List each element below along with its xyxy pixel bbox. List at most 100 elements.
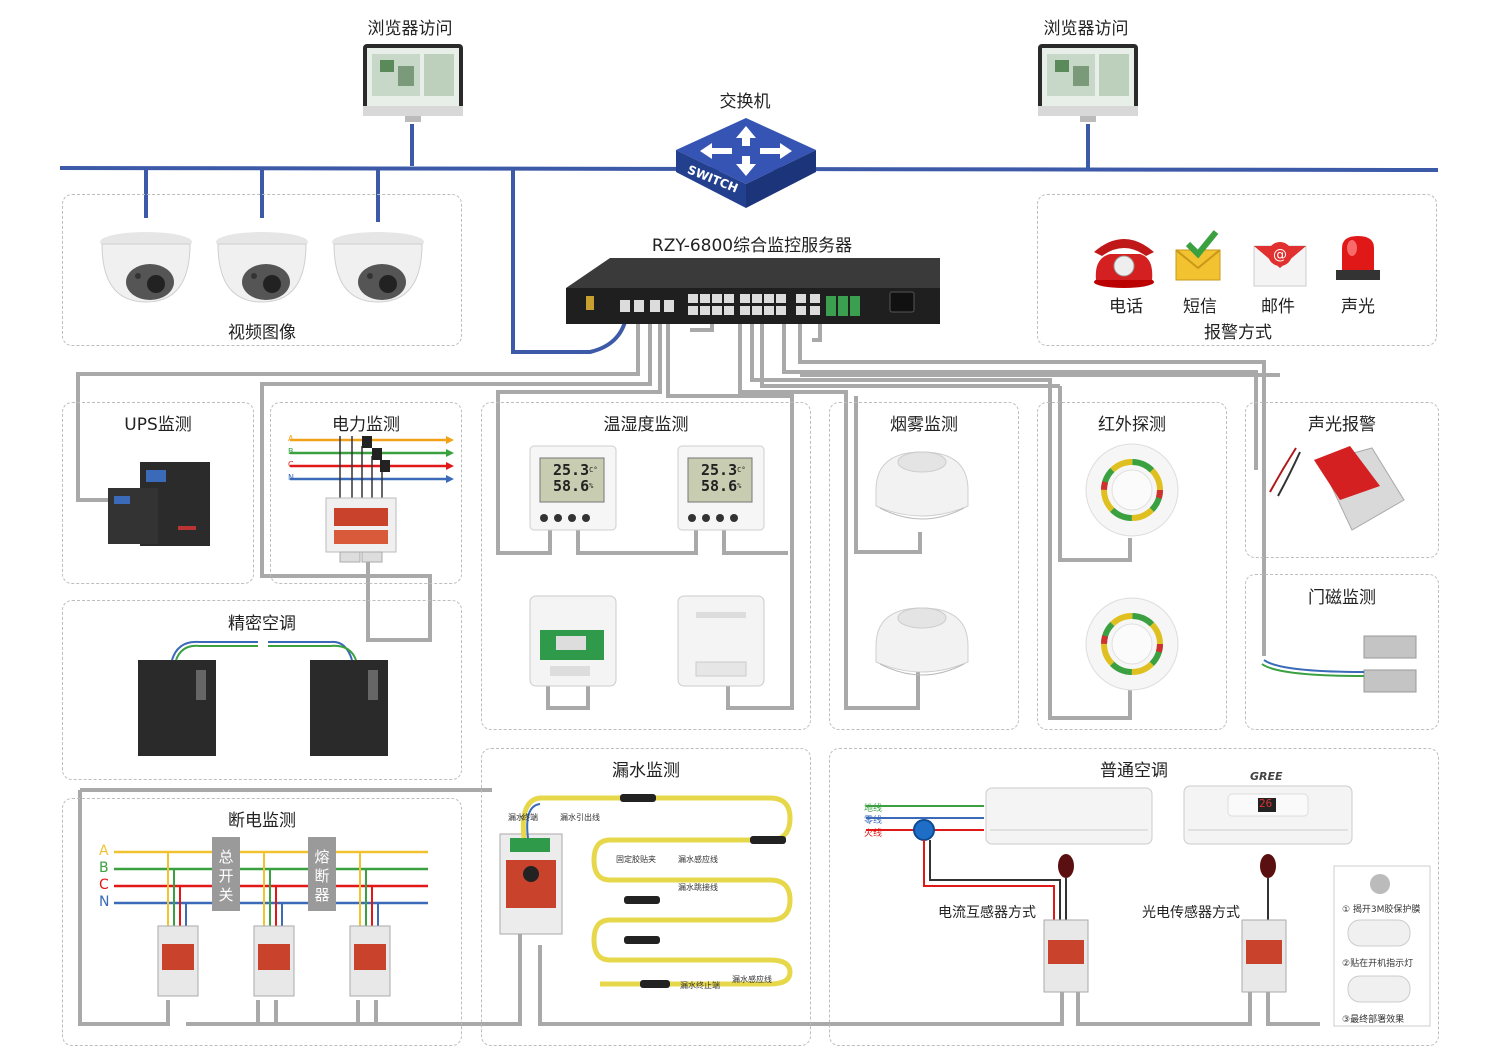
alarm-item-sound-light: 声光 [1341, 297, 1375, 317]
infrared-detector-1-graphic [1085, 443, 1179, 537]
normal-ac-title: 普通空调 [1100, 761, 1168, 781]
main-switch-char: 开 [218, 867, 234, 885]
video-panel [62, 194, 462, 346]
alarm-methods-panel [1037, 194, 1437, 346]
th-sensor-1-graphic [529, 445, 617, 531]
th-display-1: 25.3C° 58.6% [553, 462, 598, 494]
fuse-char: 断 [314, 867, 330, 885]
th-base-2-graphic [677, 595, 765, 687]
ups-graphic [108, 462, 210, 546]
camera-graphics [100, 232, 424, 303]
normal-ac-graphics [866, 785, 1431, 1027]
th-hum-value: 58.6 [553, 477, 590, 495]
fuse-char: 熔 [314, 848, 330, 866]
gree-logo: GREE [1250, 770, 1283, 783]
water-leak-title: 漏水监测 [612, 761, 680, 781]
power-off-phase-a: A [99, 843, 109, 859]
power-phase-a: A [288, 434, 294, 443]
email-icon-graphic: @ [1253, 242, 1307, 287]
water-label-jumper: 漏水跳接线 [678, 883, 718, 892]
ac-step-2: ②贴在开机指示灯 [1342, 959, 1414, 969]
ac-step-3: ③最终部署效果 [1342, 1015, 1405, 1025]
precision-ac-panel [62, 600, 462, 780]
temp-humidity-panel [481, 402, 811, 730]
water-label-terminal: 终端 [522, 813, 538, 822]
th-sensor-2-graphic [677, 445, 765, 531]
water-leak-panel [481, 748, 811, 1046]
beacon-icon-graphic [1336, 236, 1380, 280]
power-off-lines [114, 837, 428, 997]
power-off-title: 断电监测 [228, 811, 296, 831]
th-display-2: 25.3C° 58.6% [701, 462, 746, 494]
computer-left-graphic [363, 44, 463, 122]
ups-panel [62, 402, 254, 584]
svg-text:@: @ [1273, 247, 1287, 263]
th-temp-value: 25.3 [701, 461, 738, 479]
water-label-sense-2: 漏水感应线 [732, 975, 772, 984]
th-hum-value: 58.6 [701, 477, 738, 495]
ac-method-photo: 光电传感器方式 [1142, 905, 1240, 921]
siren-graphic [1269, 446, 1405, 531]
th-hum-unit: % [737, 482, 742, 490]
water-leak-graphics [499, 794, 793, 988]
browser-left-label: 浏览器访问 [367, 19, 453, 39]
precision-ac-graphics [138, 640, 388, 756]
sound-light-title: 声光报警 [1308, 415, 1376, 435]
power-panel [270, 402, 462, 584]
server-graphic [566, 258, 940, 324]
telephone-icon-graphic [1094, 239, 1154, 288]
ac-wire-live: 火线 [864, 829, 883, 839]
door-magnet-graphic [1261, 635, 1417, 693]
ac-method-ct: 电流互感器方式 [938, 905, 1036, 921]
ac-step-1: ① 揭开3M胶保护膜 [1342, 905, 1421, 915]
power-off-phase-b: B [99, 860, 109, 876]
ac-wire-neutral: 零线 [864, 816, 883, 826]
water-label-leak: 漏水 [508, 813, 524, 822]
ac-display-value: 26 [1259, 797, 1273, 810]
main-switch-char: 总 [218, 848, 234, 866]
fuse-label: 熔 断 器 [314, 848, 330, 905]
sms-icon-graphic [1175, 230, 1221, 281]
th-base-1-graphic [529, 595, 617, 687]
sensor-cables [76, 318, 1320, 1026]
door-panel [1245, 574, 1439, 730]
smoke-title: 烟雾监测 [890, 415, 958, 435]
normal-ac-panel [829, 748, 1439, 1046]
water-label-sense-1: 漏水感应线 [678, 855, 718, 864]
smoke-panel [829, 402, 1019, 730]
alarm-item-sms: 短信 [1183, 297, 1217, 317]
power-phase-n: N [288, 473, 294, 482]
power-phase-b: B [288, 447, 294, 456]
water-label-end: 漏水终止端 [680, 981, 720, 990]
switch-title: 交换机 [719, 92, 771, 112]
water-label-lead: 漏水引出线 [560, 813, 600, 822]
computer-right-graphic [1038, 44, 1138, 122]
ups-title: UPS监测 [124, 415, 192, 435]
door-title: 门磁监测 [1308, 588, 1376, 608]
power-off-panel [62, 798, 462, 1046]
power-title: 电力监测 [332, 415, 400, 435]
power-off-phase-n: N [99, 894, 110, 910]
th-temp-unit: C° [737, 466, 746, 474]
power-off-phase-c: C [99, 877, 109, 893]
water-label-clip: 固定胶贴夹 [616, 855, 656, 864]
main-switch-label: 总 开 关 [218, 848, 234, 905]
infrared-panel [1037, 402, 1227, 730]
server-title: RZY-6800综合监控服务器 [651, 236, 853, 256]
infrared-detector-2-graphic [1085, 597, 1179, 691]
smoke-detector-2-graphic [875, 607, 969, 676]
browser-right-label: 浏览器访问 [1043, 19, 1129, 39]
smoke-detector-1-graphic [875, 451, 969, 520]
infrared-title: 红外探测 [1098, 415, 1166, 435]
th-hum-unit: % [589, 482, 594, 490]
power-phase-c: C [288, 460, 294, 469]
switch-graphic [676, 118, 816, 208]
alarm-item-phone: 电话 [1109, 297, 1143, 317]
th-temp-unit: C° [589, 466, 598, 474]
ac-wire-ground: 地线 [864, 804, 883, 814]
main-switch-char: 关 [218, 886, 234, 904]
alarm-item-email: 邮件 [1261, 297, 1295, 317]
alarm-methods-title: 报警方式 [1204, 323, 1272, 343]
sound-light-panel [1245, 402, 1439, 558]
